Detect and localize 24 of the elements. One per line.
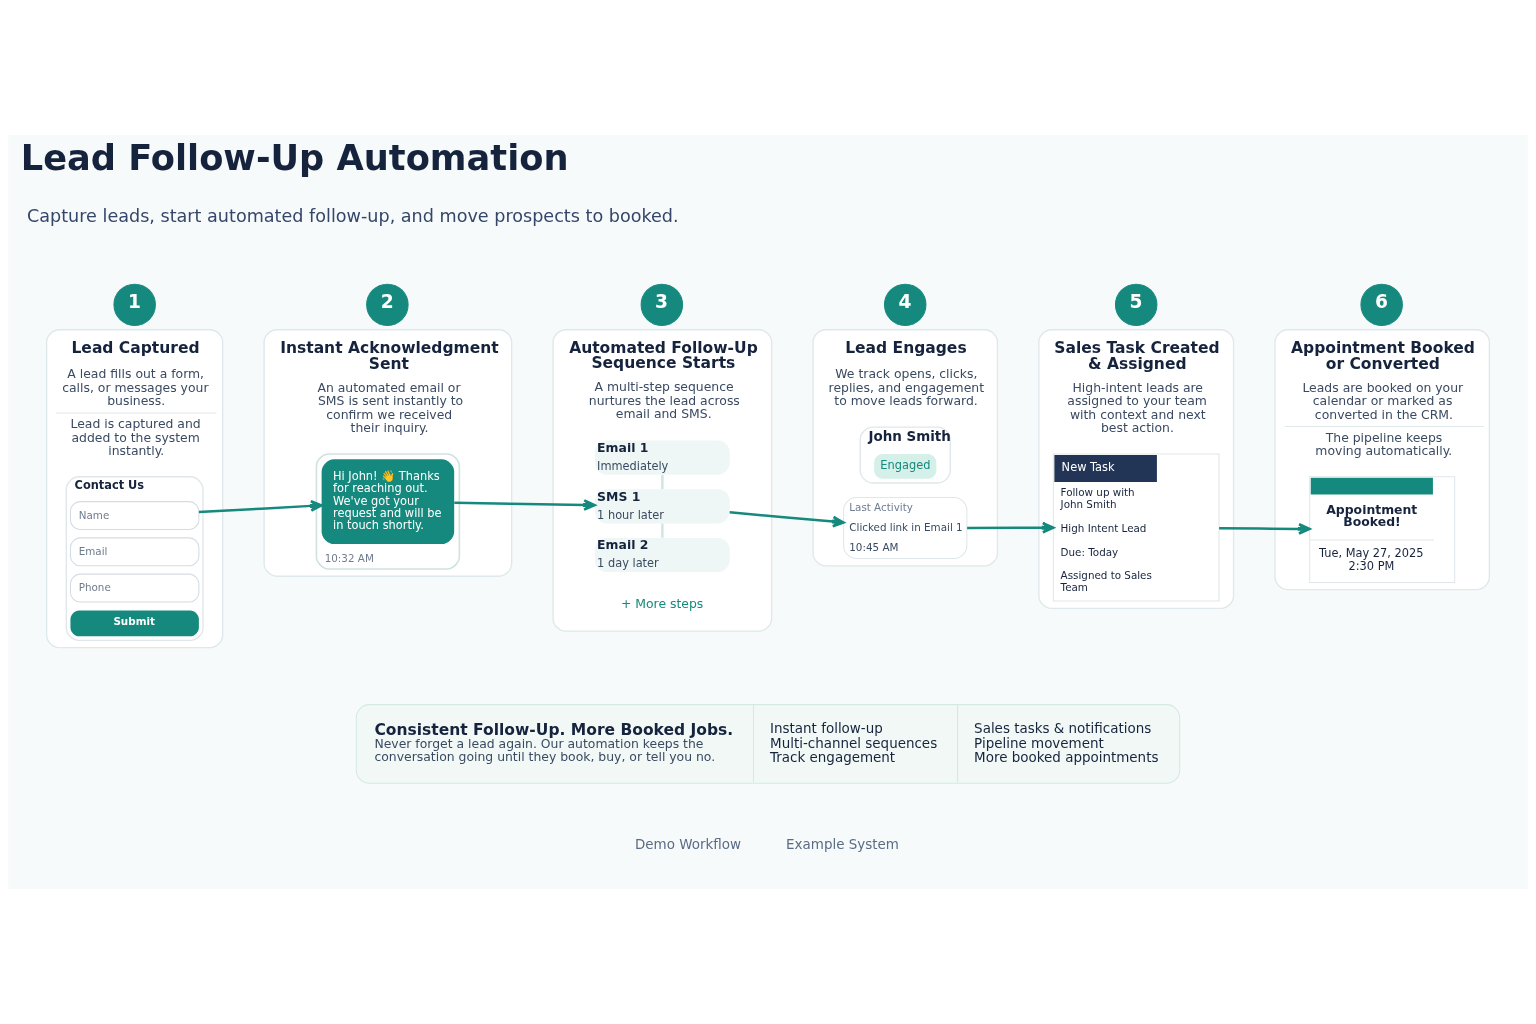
arrow [1219,523,1311,535]
arrow [198,500,323,514]
node-box: Submit [70,610,199,637]
label: + More steps [620,596,704,612]
node-circle: 4 [884,283,927,327]
node-box: Engaged [874,454,937,479]
node-circle: 3 [640,283,684,327]
node-circle: 1 [113,283,156,327]
arrow [454,499,596,511]
label: Capture leads, start automated follow-up, and move prospects to booked. [26,206,679,227]
connector [661,523,664,538]
arrow [967,521,1055,534]
node-box: Hi John! 👋 Thanks for reaching out. We've got your request and will be in touch shortly. [321,459,455,545]
connector [661,474,664,490]
node-circle: 6 [1360,283,1403,327]
node-box: Email 2 1 day later [595,537,730,573]
arrow [729,511,845,528]
node-circle: 2 [366,283,409,327]
node-circle: 5 [1114,283,1158,327]
node-box: SMS 1 1 hour later [595,489,730,524]
label: Example System [786,837,899,853]
node-box: Email 1 Immediately [595,440,730,475]
label: Demo Workflow [634,837,741,853]
diagram-title: Lead Follow-Up Automation [20,137,569,179]
